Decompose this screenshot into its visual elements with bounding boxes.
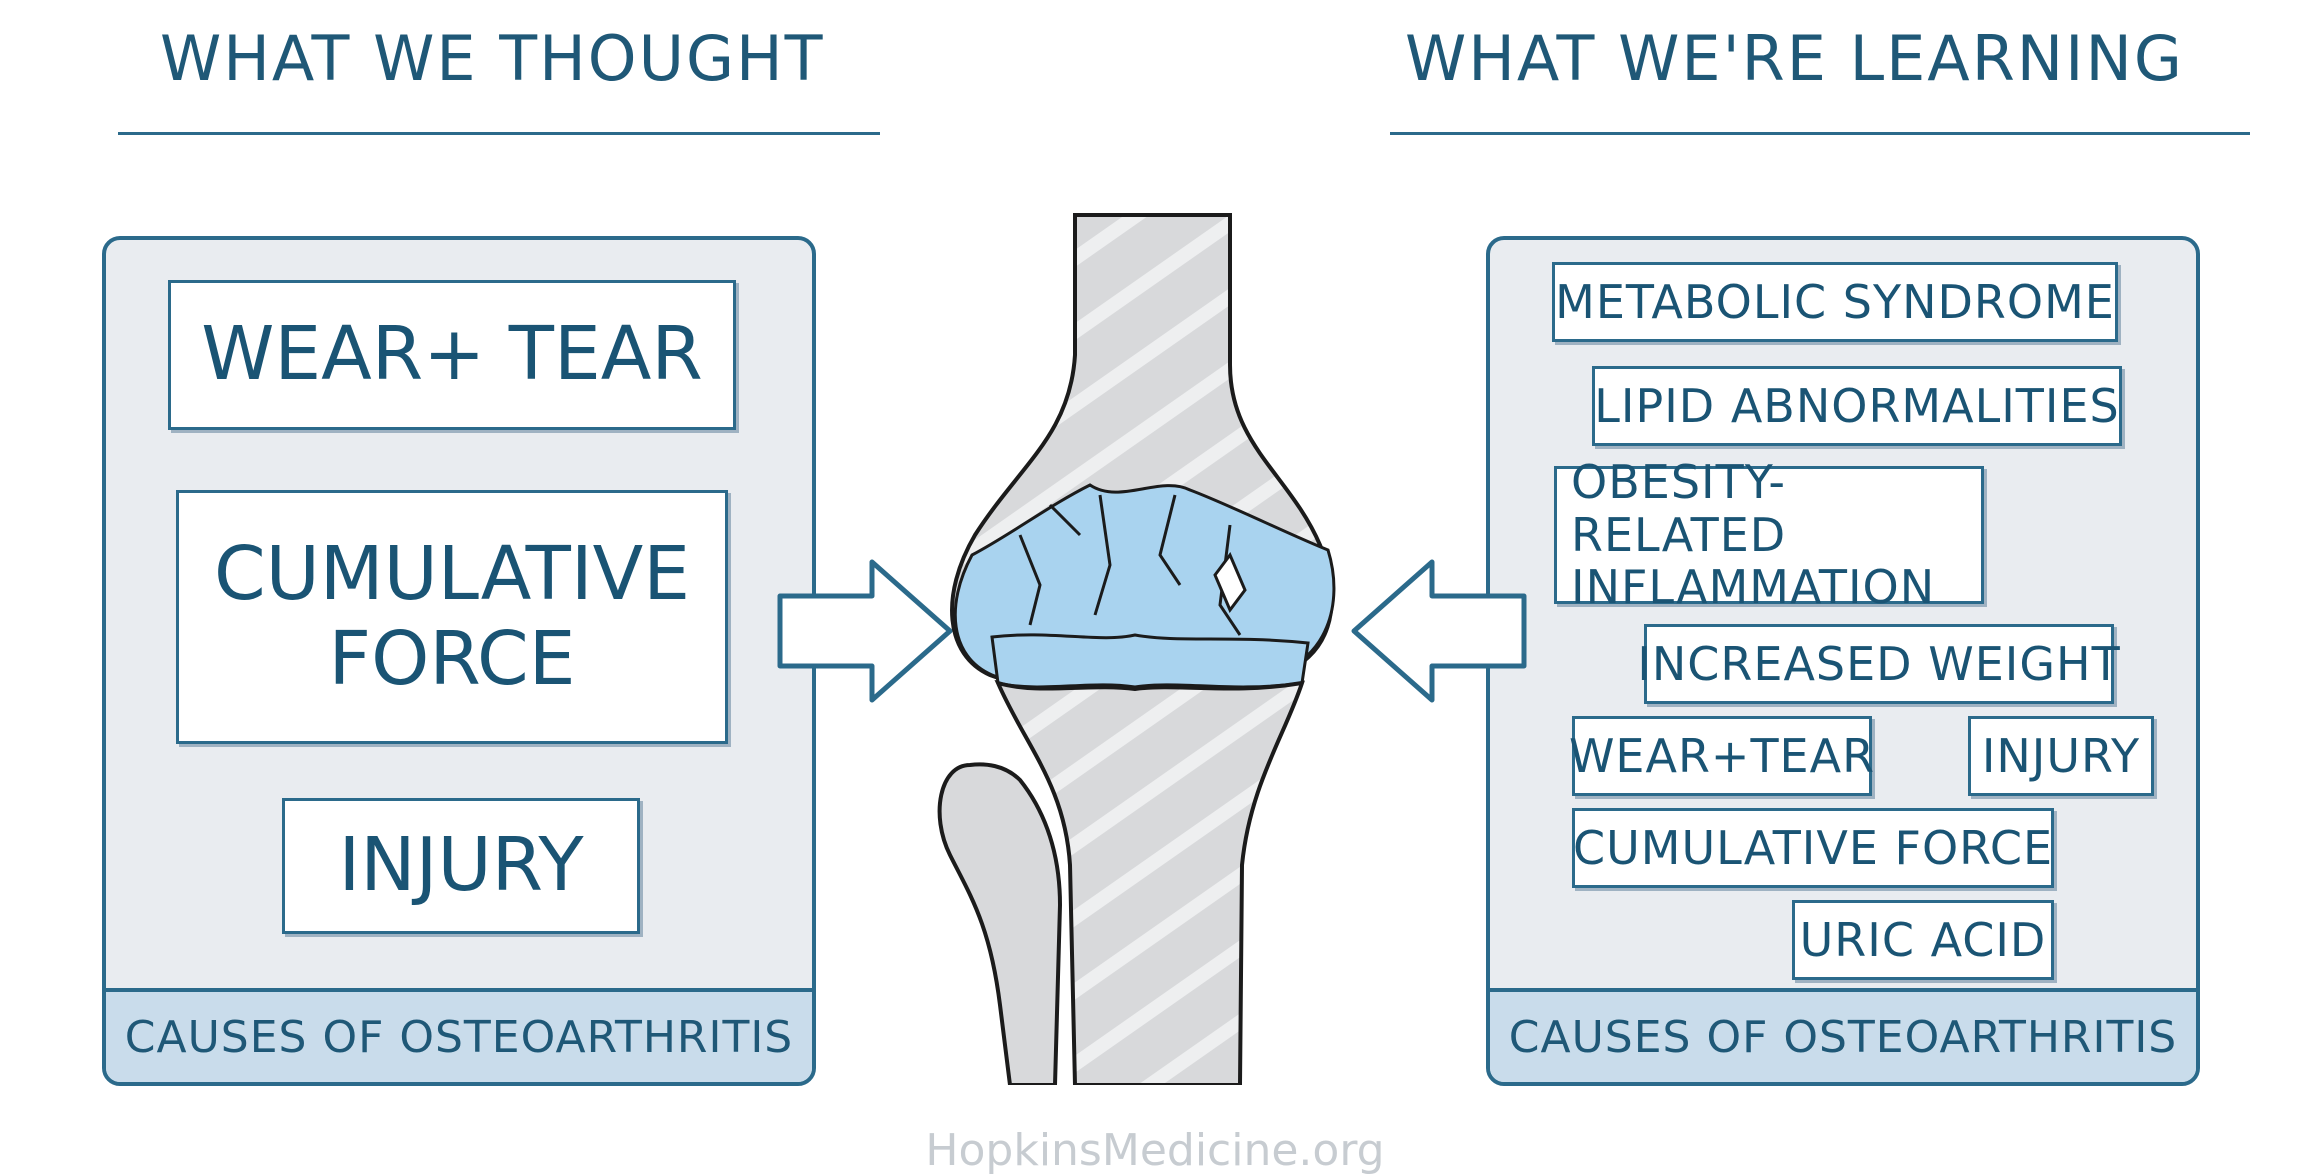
left-causes-panel: WEAR+ TEAR CUMULATIVE FORCE INJURY CAUSE… [102,236,816,1086]
cause-injury-right: INJURY [1968,716,2154,796]
right-causes-panel: METABOLIC SYNDROME LIPID ABNORMALITIES O… [1486,236,2200,1086]
arrow-left-icon [1351,559,1527,703]
left-heading-rule [118,132,880,135]
cause-wear-tear: WEAR+ TEAR [168,280,736,430]
cause-cumulative-force: CUMULATIVE FORCE [176,490,728,744]
cause-lipid-abnormalities: LIPID ABNORMALITIES [1592,366,2122,446]
cause-cumulative-force-right: CUMULATIVE FORCE [1572,808,2054,888]
cause-increased-weight: INCREASED WEIGHT [1637,624,2120,704]
cause-injury: INJURY [282,798,640,934]
cause-wear-tear-right: WEAR+TEAR [1569,716,1874,796]
left-panel-footer: CAUSES OF OSTEOARTHRITIS [106,988,812,1082]
image-credit: HopkinsMedicine.org [925,1125,1385,1176]
cause-metabolic-syndrome: METABOLIC SYNDROME [1552,262,2118,342]
arrow-right-icon [777,559,953,703]
right-heading-rule [1390,132,2250,135]
right-panel-footer: CAUSES OF OSTEOARTHRITIS [1490,988,2196,1082]
knee-joint-illustration [937,213,1336,1085]
heading-what-were-learning: WHAT WE'RE LEARNING [1405,22,2184,95]
heading-what-we-thought: WHAT WE THOUGHT [160,22,825,95]
cause-obesity-related-inflammation: OBESITY-RELATED INFLAMMATION [1554,455,1984,614]
cause-uric-acid: URIC ACID [1792,900,2054,980]
